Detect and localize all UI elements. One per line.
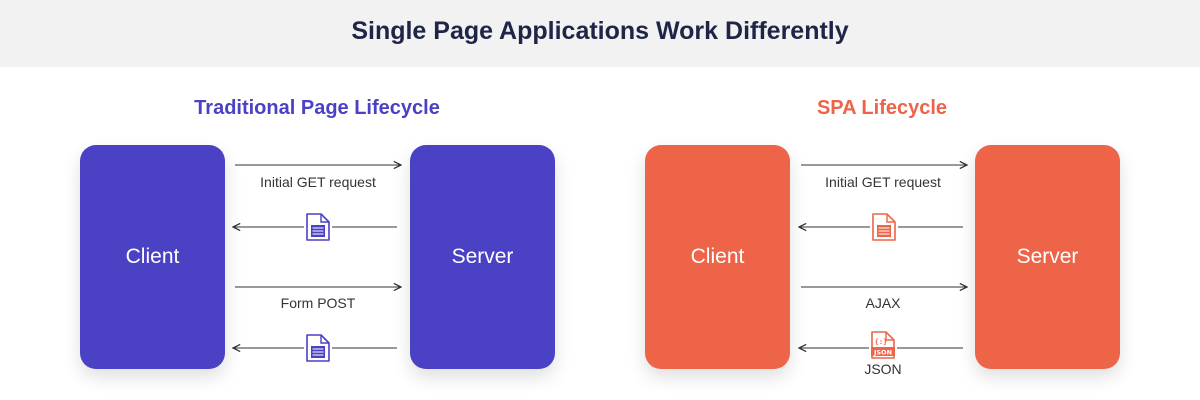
svg-text:{:}: {:}	[875, 338, 888, 346]
document-icon	[304, 333, 332, 363]
spa-client-label: Client	[690, 245, 745, 268]
header-band	[0, 0, 1200, 67]
spa-client-box: Client	[645, 145, 790, 369]
page-title: Single Page Applications Work Differentl…	[351, 17, 849, 45]
traditional-server-box: Server	[410, 145, 555, 369]
spa-label-ajax: AJAX	[865, 295, 901, 311]
traditional-client-box: Client	[80, 145, 225, 369]
document-icon	[304, 212, 332, 242]
traditional-server-label: Server	[451, 245, 514, 268]
json-icon-text: JSON	[873, 348, 892, 356]
traditional-heading: Traditional Page Lifecycle	[194, 97, 440, 119]
traditional-client-label: Client	[125, 245, 180, 268]
traditional-label-post: Form POST	[280, 295, 356, 311]
traditional-label-get: Initial GET request	[260, 174, 376, 190]
spa-label-json: JSON	[864, 361, 902, 377]
document-icon	[870, 212, 898, 242]
spa-heading: SPA Lifecycle	[816, 97, 948, 119]
spa-label-get: Initial GET request	[825, 174, 941, 190]
spa-server-label: Server	[1016, 245, 1079, 268]
spa-server-box: Server	[975, 145, 1120, 369]
json-file-icon: {:} JSON	[869, 330, 897, 360]
